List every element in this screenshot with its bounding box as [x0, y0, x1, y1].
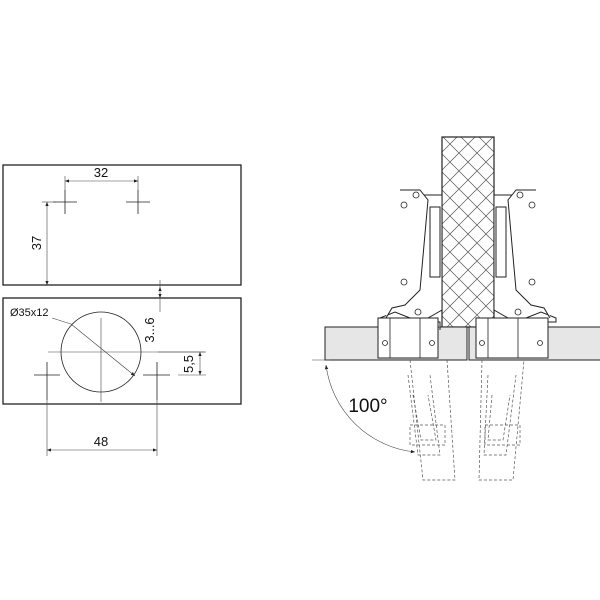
mounting-screw-mark-left — [53, 190, 77, 214]
screw-mark-left — [34, 362, 60, 400]
screw-mark-right — [143, 362, 170, 400]
dimension-label-edge-distance: 3...6 — [142, 317, 157, 342]
dimension-32: 32 — [64, 165, 139, 193]
door-panel — [2, 297, 242, 405]
hinge-arm-left — [377, 189, 443, 359]
door-open-position-left — [407, 359, 456, 481]
hinge-section-view: 100° — [312, 136, 600, 481]
dimension-37: 37 — [29, 201, 56, 285]
drilling-template: 32 37 Ø35x12 — [2, 164, 242, 456]
dimension-label-diameter: Ø35x12 — [10, 307, 49, 319]
opening-angle-label: 100° — [348, 396, 387, 417]
dimension-label-37: 37 — [29, 236, 44, 250]
mounting-screw-mark-right — [126, 190, 150, 214]
dimension-label-offset: 5,5 — [181, 355, 196, 373]
dimension-edge-distance: 3...6 — [142, 280, 162, 343]
cabinet-side-panel — [441, 136, 495, 328]
dimension-cup-diameter: Ø35x12 — [10, 307, 136, 377]
mounting-plate-panel — [2, 164, 242, 286]
door-open-position-right — [478, 359, 525, 481]
hinge-arm-right — [475, 189, 557, 359]
dimension-offset: 5,5 — [158, 351, 206, 376]
dimension-48: 48 — [46, 400, 158, 456]
dimension-label-48: 48 — [94, 434, 108, 449]
dimension-label-32: 32 — [94, 165, 108, 180]
opening-angle-dimension: 100° — [312, 359, 416, 454]
